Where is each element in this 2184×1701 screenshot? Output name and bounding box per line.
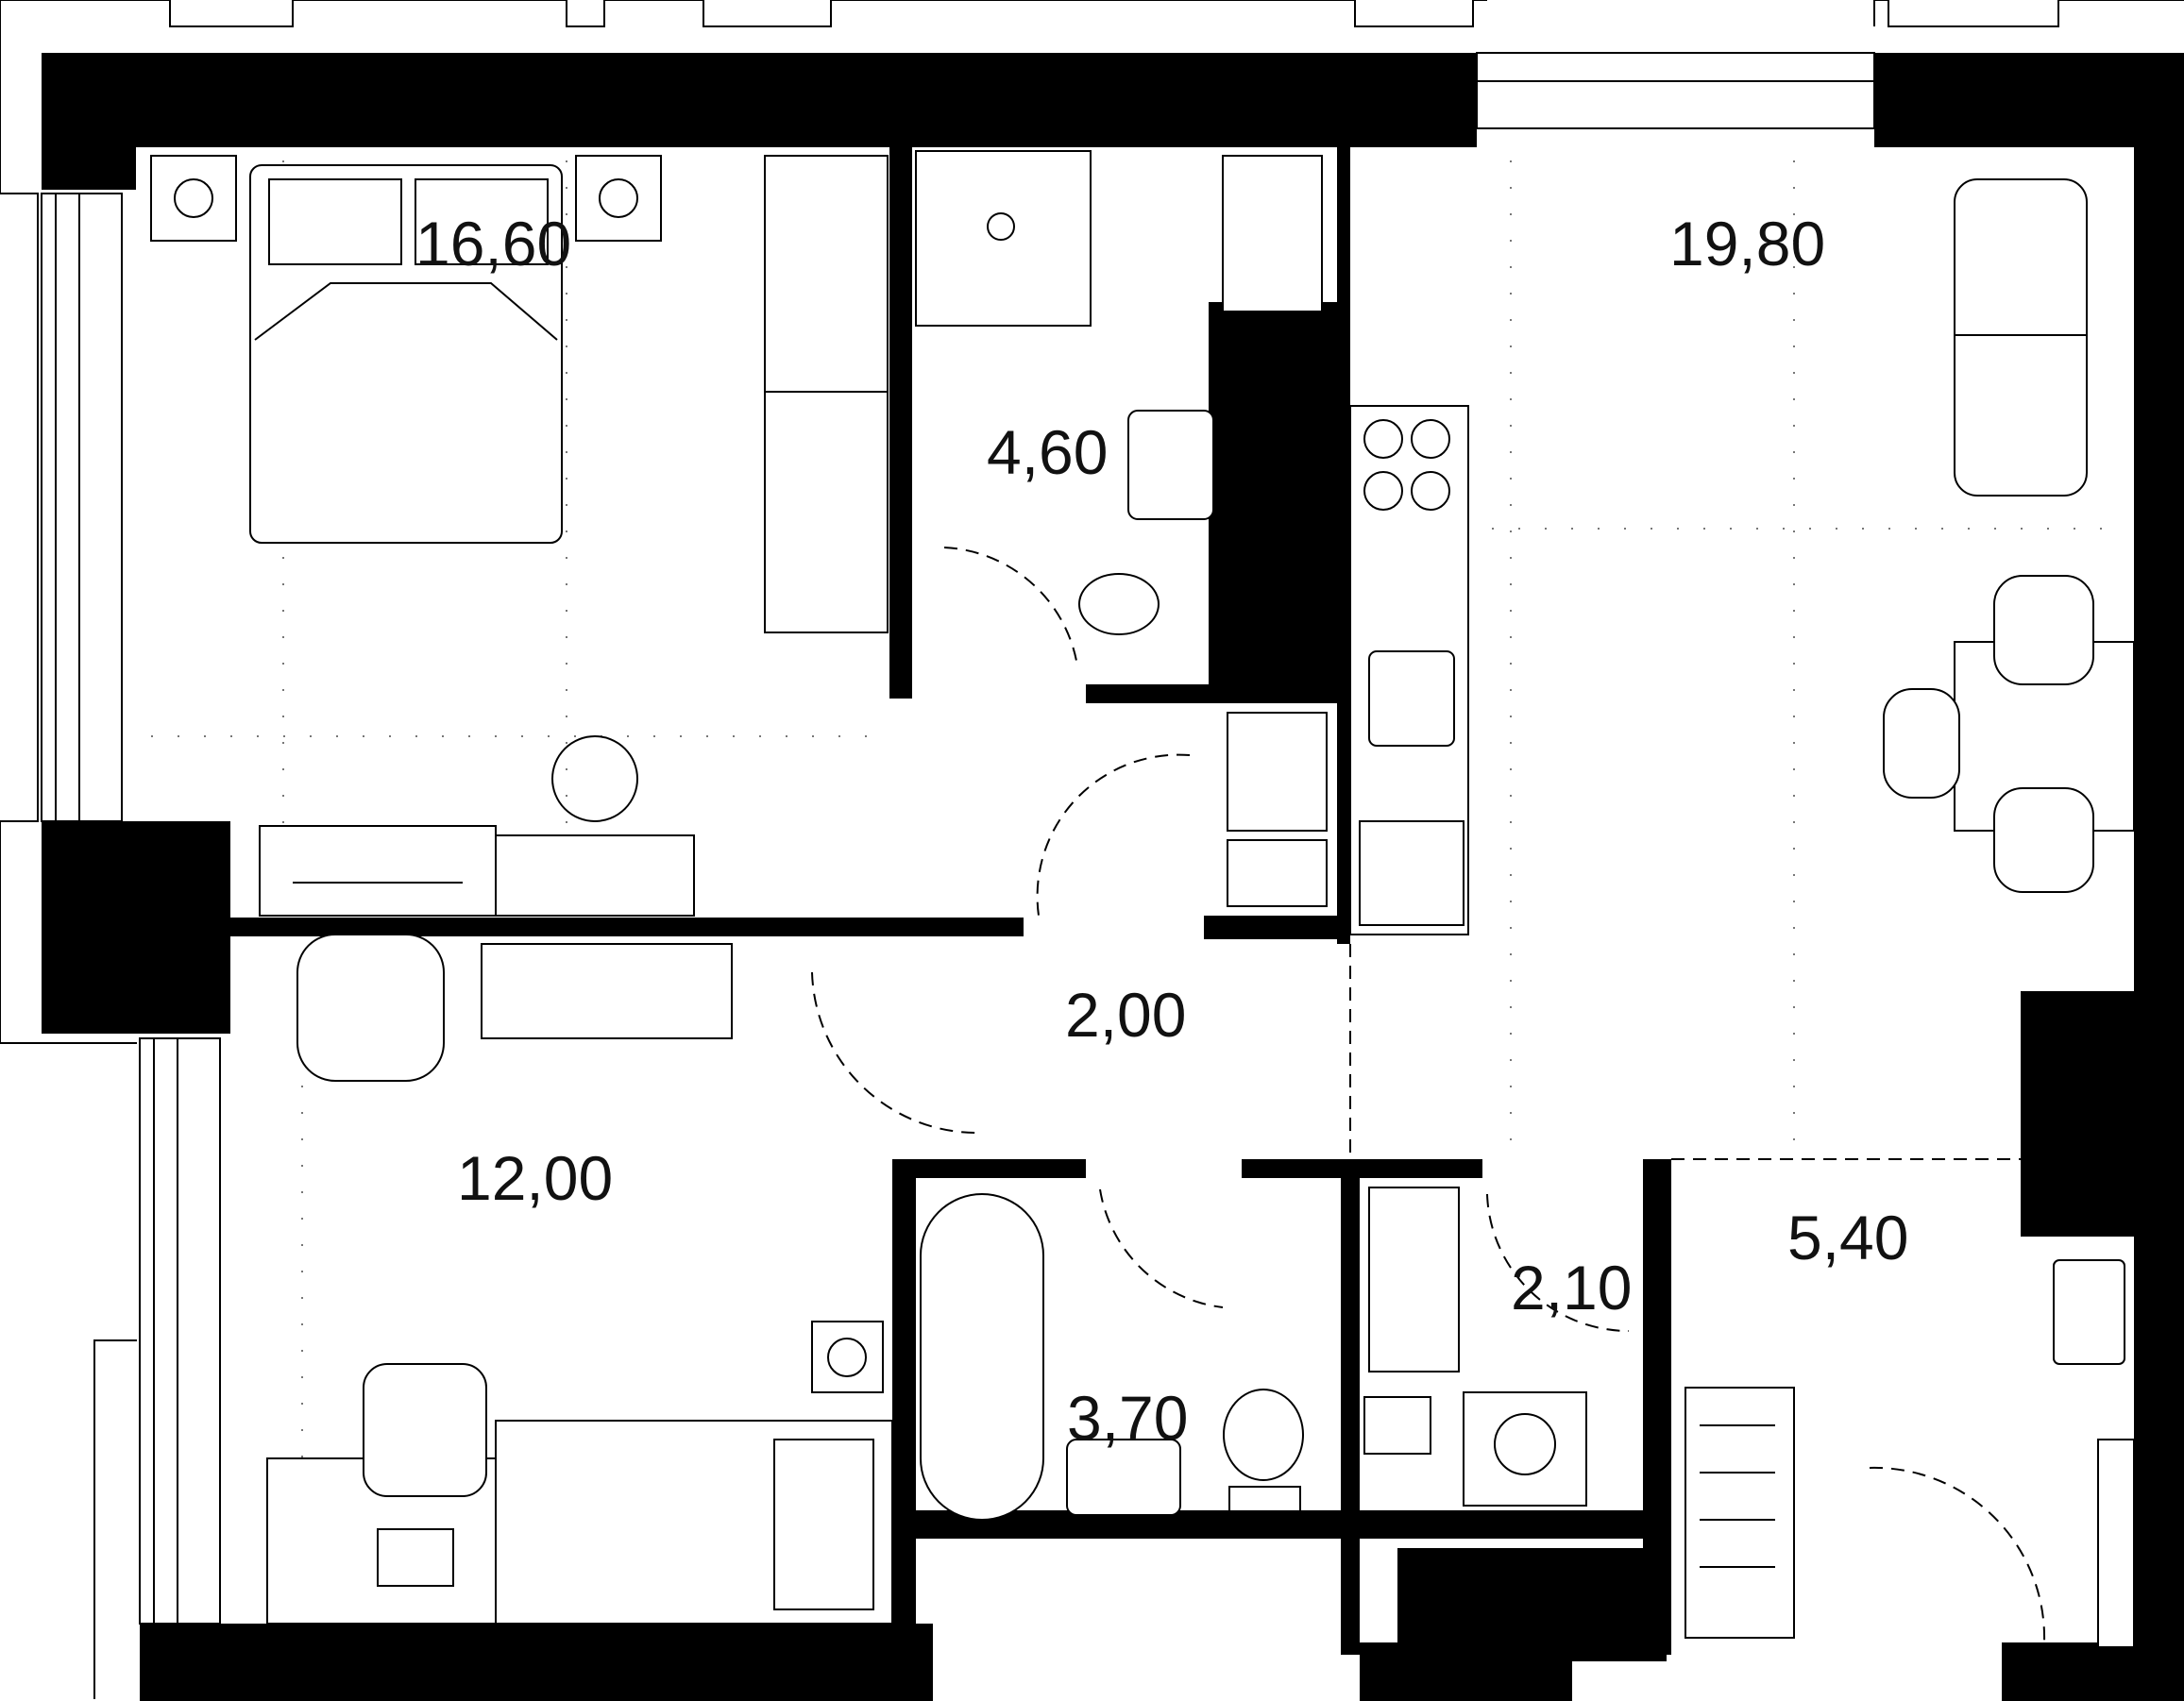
exterior-walls [42, 53, 2184, 1701]
kitchen-counter [1349, 405, 1469, 935]
area-label-laundry: 2,10 [1511, 1253, 1632, 1322]
cabinet [1222, 155, 1323, 312]
panel [2053, 1259, 2125, 1365]
windows [41, 52, 1875, 1625]
wardrobe [1685, 1387, 1795, 1639]
area-label-kitchen-living: 19,80 [1669, 209, 1825, 278]
area-label-bathroom-1: 4,60 [987, 417, 1108, 487]
chair-top [1993, 575, 2094, 685]
room-2-furniture [266, 934, 893, 1625]
laundry-fixtures [1363, 1187, 1587, 1507]
hall-storage [1227, 712, 1328, 907]
kitchen-fixtures [1349, 405, 1469, 935]
bathtub [920, 1193, 1044, 1521]
shoe-rack [2097, 1439, 2135, 1648]
chair-left [1883, 688, 1960, 799]
cabinet [1368, 1187, 1460, 1373]
bathroom-1-fixtures [915, 150, 1328, 685]
area-label-entrance: 5,40 [1787, 1203, 1908, 1272]
lamp-icon [827, 1338, 867, 1377]
area-labels: 16,60 19,80 4,60 2,00 12,00 5,40 2,10 3,… [415, 209, 1908, 1453]
wardrobe [764, 155, 889, 633]
area-label-room-2: 12,00 [457, 1143, 613, 1213]
cooktop-burner [1363, 419, 1403, 459]
armchair [296, 934, 445, 1082]
desk [259, 825, 497, 917]
kitchen-sink [1368, 650, 1455, 747]
desk-chair [363, 1363, 487, 1497]
door-swings [811, 547, 2046, 1643]
interior-walls [230, 142, 2134, 1661]
single-bed [495, 1420, 893, 1625]
area-label-hall: 2,00 [1065, 980, 1186, 1050]
shower [915, 150, 1092, 327]
lamp-icon [599, 178, 638, 218]
toilet [1078, 573, 1160, 635]
entrance-fixtures [1685, 1259, 2135, 1648]
nightstand-right [575, 155, 662, 242]
chair-icon [551, 735, 638, 822]
shelf [481, 943, 733, 1039]
zone-dividers [1349, 944, 2021, 1160]
sofa [1954, 178, 2088, 497]
lamp-icon [174, 178, 213, 218]
washbasin [1127, 410, 1214, 520]
area-label-bathroom-2: 3,70 [1067, 1383, 1188, 1453]
washbasin [1066, 1439, 1181, 1516]
nightstand [811, 1321, 884, 1393]
dresser [495, 834, 695, 917]
living-furniture [1883, 178, 2135, 893]
bathroom-2-fixtures [920, 1193, 1304, 1521]
bedroom-furniture [150, 155, 889, 917]
dishwasher [1359, 820, 1464, 926]
laptop-icon [377, 1528, 454, 1587]
toilet [1223, 1389, 1304, 1481]
area-label-bedroom: 16,60 [415, 209, 571, 278]
chair-bottom [1993, 787, 2094, 893]
double-bed [249, 164, 563, 544]
washing-machine [1463, 1391, 1587, 1507]
nightstand-left [150, 155, 237, 242]
